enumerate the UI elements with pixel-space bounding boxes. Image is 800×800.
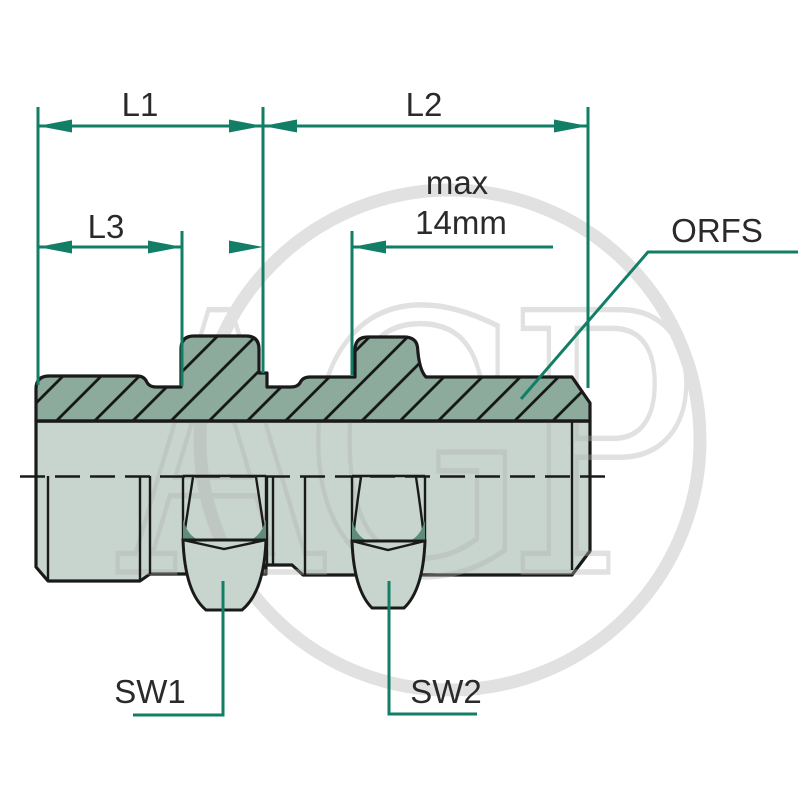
label-l1: L1 [122, 86, 159, 123]
label-orfs: ORFS [671, 212, 763, 249]
label-sw1: SW1 [114, 673, 186, 710]
l3-arrow-right [148, 240, 182, 254]
section-band-outline [34, 334, 592, 423]
l3-arrow-left [38, 240, 72, 254]
hex-nut-sw1 [181, 474, 268, 612]
hex2-waist-chamfer [351, 539, 426, 552]
label-sw2: SW2 [410, 673, 482, 710]
sw2-leader-line [387, 581, 477, 716]
l2-arrow-right [554, 119, 588, 133]
extension-lines [36, 107, 590, 388]
watermark: AGP [112, 183, 709, 697]
hex-nut-sw2 [350, 474, 427, 610]
l1-arrow-right [229, 119, 263, 133]
label-max: max [426, 164, 489, 201]
dimension-l2: L2 [263, 86, 588, 133]
label-l3: L3 [88, 208, 125, 245]
watermark-ring [193, 183, 707, 697]
orfs-leader-line [519, 250, 798, 400]
dimension-l3: L3 [38, 208, 182, 254]
leader-sw2: SW2 [387, 581, 482, 716]
dimension-l1: L1 [38, 86, 263, 133]
label-l2: L2 [406, 86, 443, 123]
sw1-leader-line [133, 581, 225, 717]
l2-arrow-left [263, 119, 297, 133]
section-band [34, 334, 592, 423]
hex1-bulge [181, 538, 268, 612]
max14-arrow-left [229, 240, 263, 254]
max14-arrow-right [352, 240, 386, 254]
dimension-max14: max 14mm [229, 164, 553, 254]
hex2-bulge [350, 539, 427, 610]
hex1-waist-chamfer [182, 538, 267, 551]
label-max-value: 14mm [415, 204, 507, 241]
leader-orfs: ORFS [519, 212, 798, 400]
leader-sw1: SW1 [114, 581, 225, 717]
l1-arrow-left [38, 119, 72, 133]
